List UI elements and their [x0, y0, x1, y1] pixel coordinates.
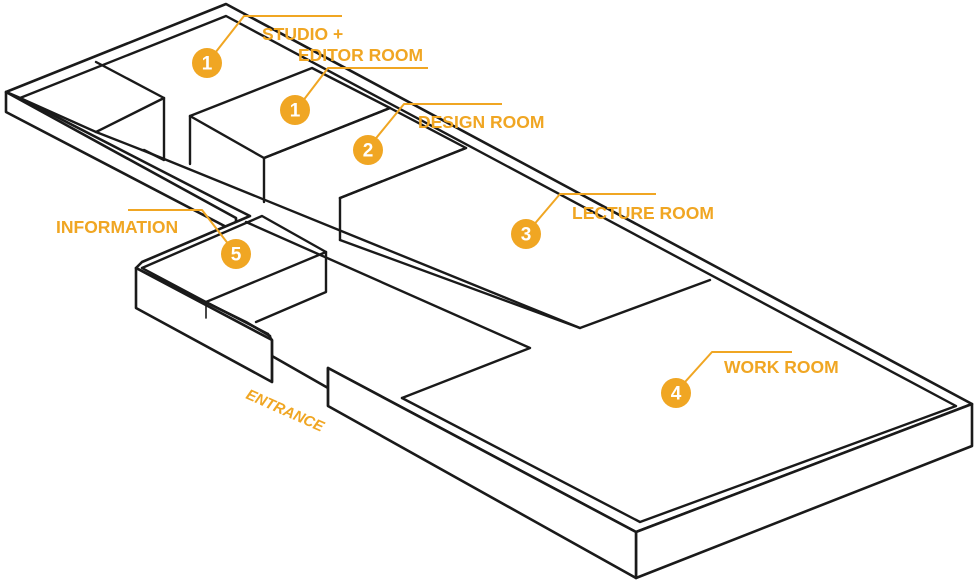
badge-studio: 1 — [192, 48, 222, 78]
badge-number: 3 — [521, 225, 532, 246]
leader-lecture — [525, 193, 656, 235]
leader-work — [675, 351, 792, 393]
label-studio-line2: EDITOR ROOM — [298, 45, 423, 65]
label-studio-line1: STUDIO + — [262, 24, 343, 44]
leader-studio — [207, 15, 342, 63]
label-work: WORK ROOM — [724, 357, 839, 377]
badge-number: 2 — [363, 141, 374, 162]
label-information: INFORMATION — [56, 217, 178, 237]
badge-number: 1 — [202, 54, 213, 75]
label-design: DESIGN ROOM — [418, 112, 544, 132]
entrance-label: ENTRANCE — [243, 386, 327, 436]
leader-editor — [295, 67, 428, 111]
badge-editor: 1 — [280, 95, 310, 125]
leader-design — [367, 103, 502, 149]
partitions — [18, 14, 958, 524]
badge-number: 5 — [231, 245, 242, 266]
leader-information — [128, 209, 237, 255]
label-lecture: LECTURE ROOM — [572, 203, 714, 223]
badge-number: 4 — [671, 384, 682, 405]
badge-work: 4 — [661, 378, 691, 408]
badge-design: 2 — [353, 135, 383, 165]
badge-lecture: 3 — [511, 219, 541, 249]
leader-lines — [128, 15, 792, 393]
badge-number: 1 — [290, 101, 301, 122]
building-outline — [4, 2, 974, 580]
badge-information: 5 — [221, 239, 251, 269]
